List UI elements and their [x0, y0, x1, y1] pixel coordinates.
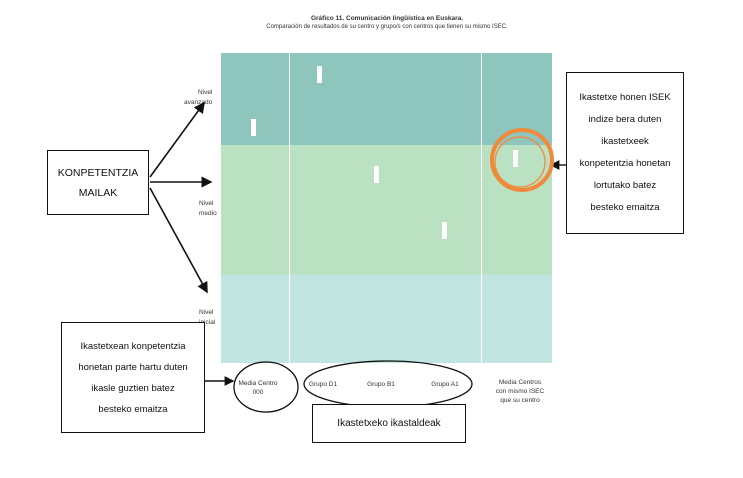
column-label-grupo-a1: Grupo A1 [420, 380, 470, 389]
marker-grupo-d1 [317, 66, 322, 83]
marker-grupo-a1 [442, 222, 447, 239]
competence-levels-box: KONPETENTZIA MAILAK [47, 150, 149, 215]
box-line: besteko emaitza [590, 202, 660, 213]
level-label-line: medio [199, 210, 217, 217]
column-label-line: Media Centros [498, 379, 542, 386]
column-divider [289, 53, 290, 363]
arrow-to-advanced [149, 101, 205, 178]
column-label-line: Media Centro [238, 380, 278, 387]
column-label-line: con mismo ISEC [495, 388, 545, 395]
box-line: ikastetxeek [601, 136, 649, 147]
isek-explanation-box: Ikastetxe honen ISEK indize bera duten i… [566, 72, 684, 234]
box-line: besteko emaitza [98, 403, 168, 415]
marker-media-isec [513, 150, 518, 167]
band-initial [221, 275, 552, 363]
level-label-medium: Nivel medio [199, 199, 217, 219]
column-label-line: que su centro [500, 397, 540, 404]
level-label-line: Nivel [198, 89, 213, 96]
box-line: indize bera duten [588, 114, 662, 125]
column-label-media-centro: Media Centro 000 [230, 379, 286, 397]
groups-ellipse [303, 360, 473, 408]
band-medium [221, 145, 552, 275]
box-line: honetan parte hartu duten [78, 361, 188, 373]
chart-title: Gráfico 11. Comunicación lingüística en … [310, 15, 464, 22]
level-label-line: Nivel [199, 200, 214, 207]
level-label-initial: Nivel inicial [199, 308, 215, 328]
column-label-grupo-d1: Grupo D1 [298, 380, 348, 389]
marker-grupo-b1 [374, 166, 379, 183]
column-label-line: Grupo A1 [431, 381, 459, 388]
chart-subtitle: Comparación de resultados de su centro y… [266, 24, 508, 30]
column-label-line: Grupo B1 [367, 381, 395, 388]
box-line: konpetentzia honetan [579, 158, 671, 169]
box-line: ikasle guztien batez [91, 382, 175, 394]
media-centro-ellipse [233, 361, 299, 413]
box-line: Ikastetxe honen ISEK [579, 92, 671, 103]
box-line: KONPETENTZIA [57, 166, 139, 179]
marker-media-centro [251, 119, 256, 136]
highlight-circle [490, 128, 554, 192]
highlight-circle-inner [494, 136, 546, 188]
column-divider [481, 53, 482, 363]
column-label-media-isec: Media Centros con mismo ISEC que su cent… [484, 378, 556, 405]
column-label-grupo-b1: Grupo B1 [356, 380, 406, 389]
arrow-to-initial [149, 187, 208, 294]
box-label: Ikastetxeko ikastaldeak [337, 418, 441, 429]
band-advanced [221, 53, 552, 145]
column-label-line: Grupo D1 [308, 381, 338, 388]
level-label-line: Nivel [199, 309, 214, 316]
box-line: Ikastetxean konpetentzia [80, 340, 186, 352]
box-line: MAILAK [78, 186, 118, 199]
box-line: lortutako batez [593, 180, 657, 191]
level-label-line: inicial [199, 319, 216, 326]
school-average-box: Ikastetxean konpetentzia honetan parte h… [61, 322, 205, 433]
column-label-line: 000 [252, 389, 264, 396]
school-groups-box: Ikastetxeko ikastaldeak [312, 404, 466, 443]
